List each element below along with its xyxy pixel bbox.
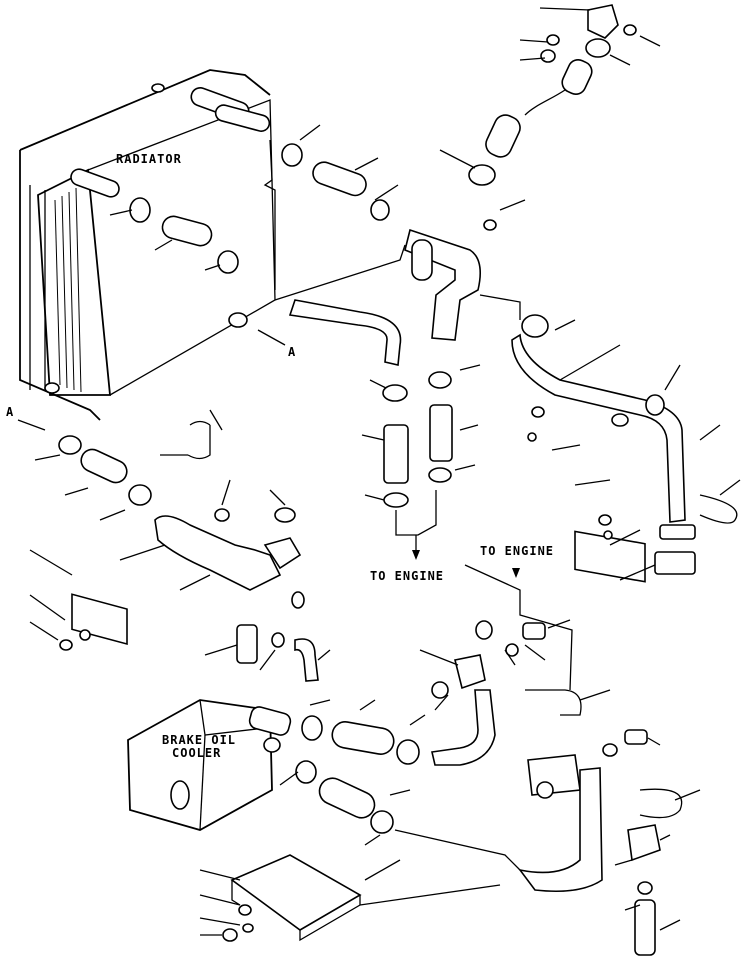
left-hose-cluster (29, 409, 331, 682)
radiator-label: RADIATOR (116, 152, 182, 166)
upper-hose-group (109, 124, 399, 274)
thermostat-fittings (439, 4, 661, 231)
view-a-upper-label: A (288, 345, 296, 359)
to-engine-left-label: TO ENGINE (370, 569, 444, 583)
right-pipe-assembly (511, 314, 741, 583)
brake-oil-cooler (127, 699, 292, 831)
brake-oil-cooler-label-line2: COOLER (172, 746, 221, 760)
bottom-bracket (199, 854, 501, 942)
engine-connection-fittings (419, 619, 701, 956)
radiator (19, 69, 276, 421)
to-engine-right-label: TO ENGINE (480, 544, 554, 558)
lower-hose-group (279, 699, 521, 871)
brake-oil-cooler-label-line1: BRAKE OIL (162, 733, 236, 747)
view-a-left-label: A (6, 405, 14, 419)
center-pipes (274, 228, 521, 560)
